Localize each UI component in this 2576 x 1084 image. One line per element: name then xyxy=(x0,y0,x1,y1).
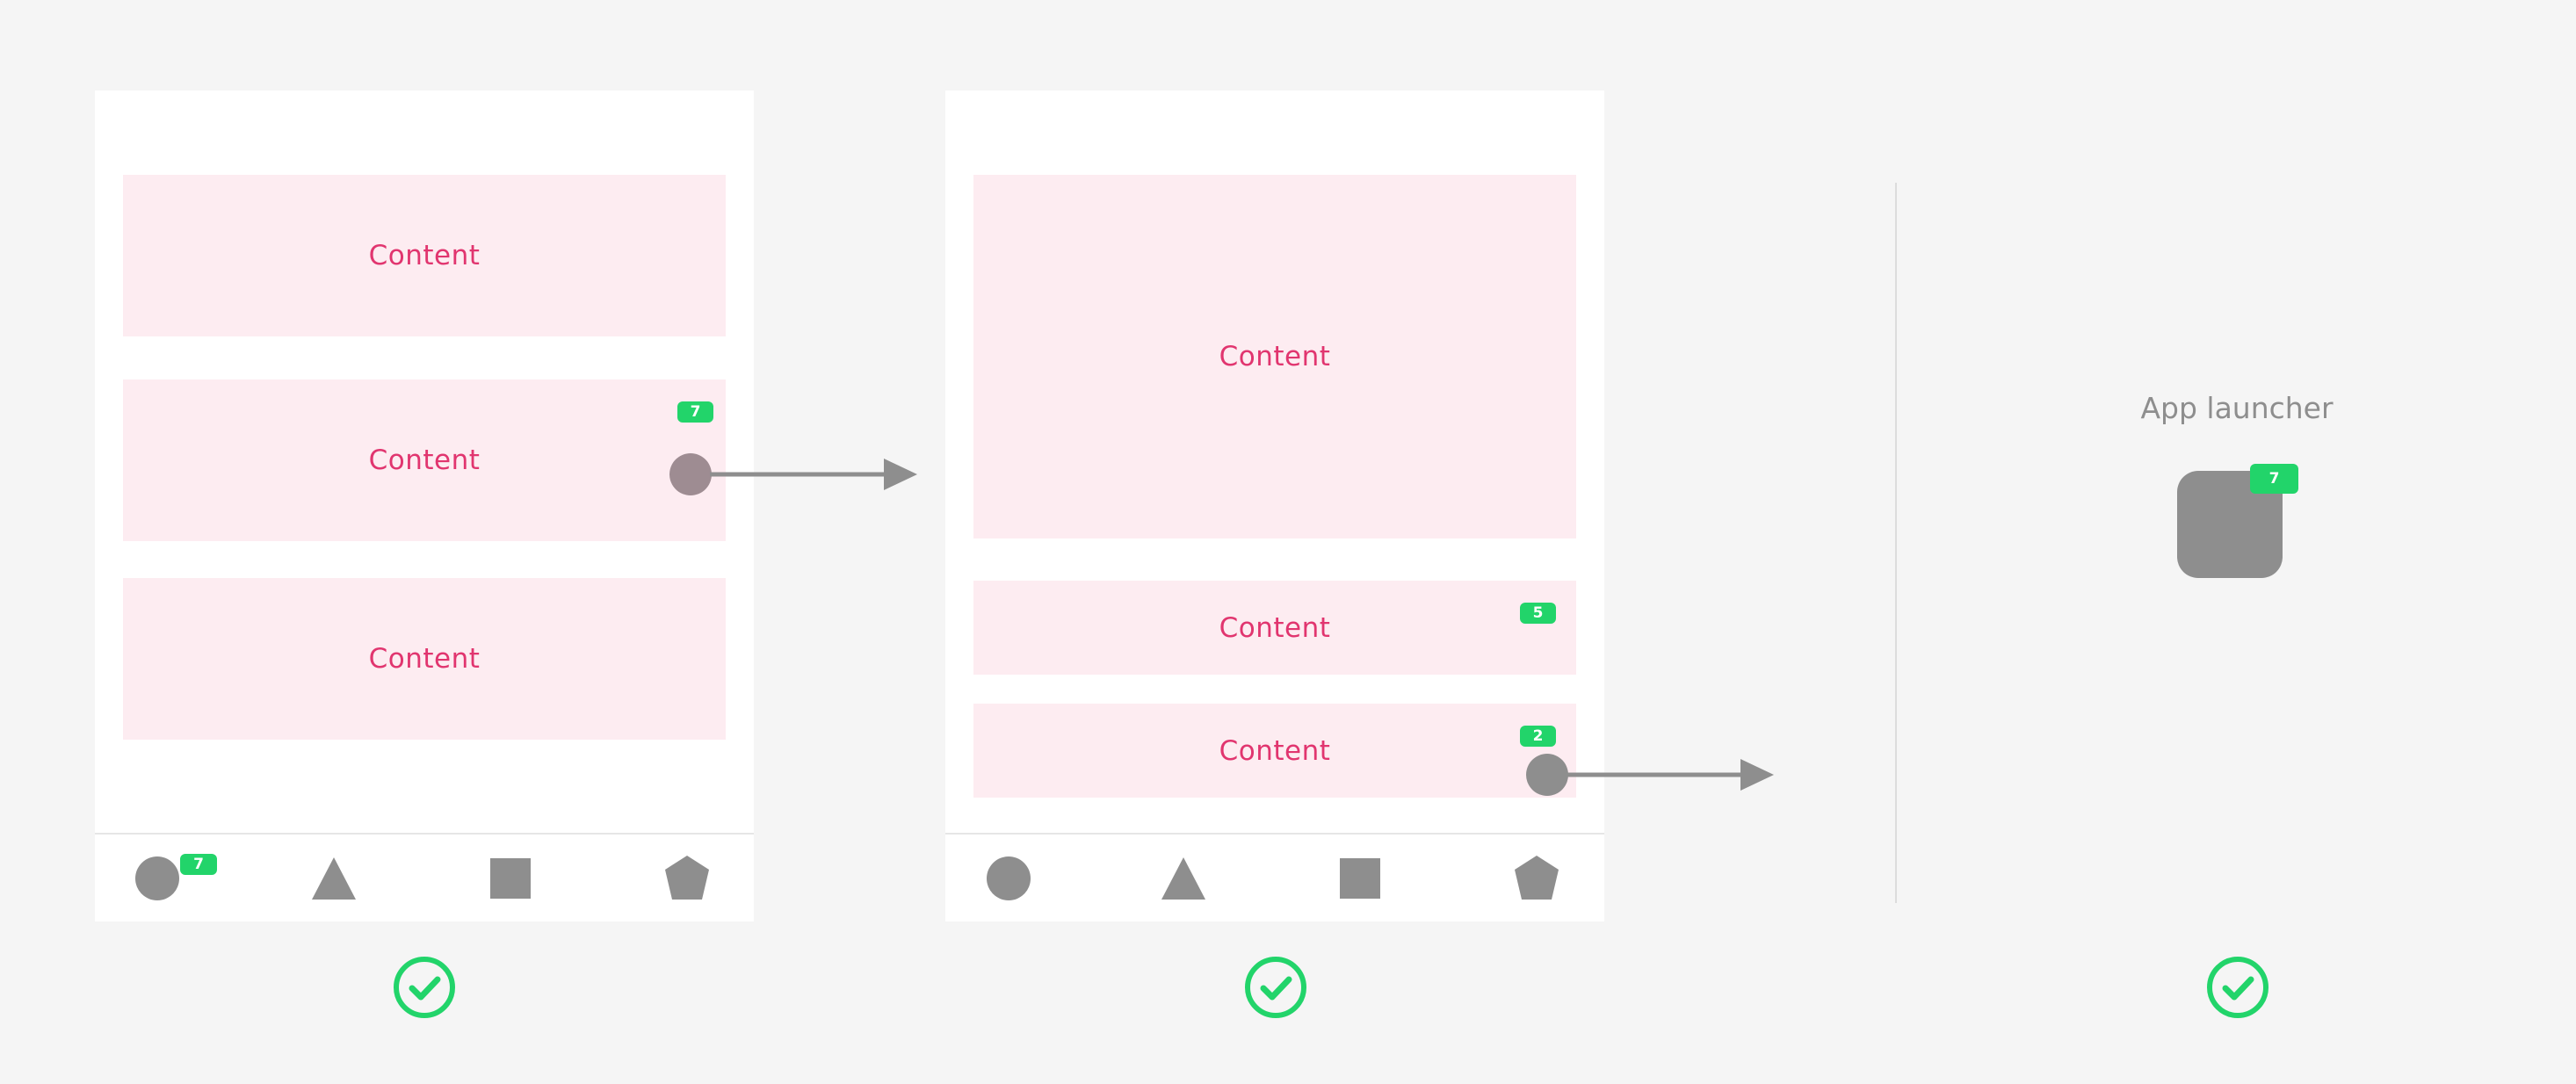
content-label: Content xyxy=(368,240,481,271)
notification-badge: 7 xyxy=(2250,464,2298,494)
phone-screen-2: Content Content 5 Content 2 xyxy=(945,90,1604,921)
section-divider xyxy=(1895,183,1897,903)
touch-indicator xyxy=(669,453,712,495)
content-card[interactable]: Content xyxy=(973,175,1576,538)
app-icon[interactable]: 7 xyxy=(2177,464,2298,578)
content-label: Content xyxy=(368,444,481,476)
content-card[interactable]: Content 2 xyxy=(973,704,1576,798)
circle-icon xyxy=(987,856,1031,900)
nav-item-square[interactable] xyxy=(467,835,554,922)
nav-item-triangle[interactable] xyxy=(1140,835,1227,922)
nav-item-circle[interactable]: 7 xyxy=(113,835,217,922)
nav-item-square[interactable] xyxy=(1316,835,1404,922)
notification-badge: 7 xyxy=(677,401,713,423)
pentagon-icon xyxy=(665,856,709,900)
content-card[interactable]: Content xyxy=(123,175,726,336)
nav-item-circle[interactable] xyxy=(965,835,1053,922)
nav-item-pentagon[interactable] xyxy=(1493,835,1581,922)
triangle-icon xyxy=(312,857,356,900)
pentagon-icon xyxy=(1515,856,1559,900)
transition-arrow xyxy=(1567,759,1774,791)
square-icon xyxy=(490,858,531,899)
content-card[interactable]: Content 5 xyxy=(973,581,1576,675)
launcher-title: App launcher xyxy=(2140,391,2334,425)
notification-badge: 2 xyxy=(1520,726,1556,747)
phone-screen-1: Content Content 7 Content 7 xyxy=(95,90,754,921)
content-label: Content xyxy=(368,643,481,675)
notification-badge: 7 xyxy=(180,854,217,875)
content-label: Content xyxy=(1219,611,1331,644)
check-circle-icon xyxy=(394,957,455,1018)
check-circle-icon xyxy=(2207,957,2268,1018)
nav-item-pentagon[interactable] xyxy=(643,835,731,922)
triangle-icon xyxy=(1161,857,1205,900)
nav-item-triangle[interactable] xyxy=(290,835,378,922)
notification-badge: 5 xyxy=(1520,603,1556,624)
content-card[interactable]: Content 7 xyxy=(123,379,726,541)
content-card[interactable]: Content xyxy=(123,578,726,740)
touch-indicator xyxy=(1526,754,1568,796)
transition-arrow xyxy=(710,459,917,490)
bottom-navigation: 7 xyxy=(95,833,754,921)
content-label: Content xyxy=(1219,734,1331,767)
square-icon xyxy=(1340,858,1380,899)
check-circle-icon xyxy=(1245,957,1306,1018)
bottom-navigation xyxy=(945,833,1604,921)
circle-icon xyxy=(135,856,179,900)
content-label: Content xyxy=(1219,341,1331,372)
